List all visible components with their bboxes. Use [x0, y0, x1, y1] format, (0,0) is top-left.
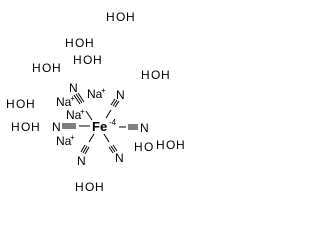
water-h: H — [95, 180, 104, 194]
water-h: H — [52, 61, 61, 75]
triple-bond-a — [112, 99, 118, 107]
triple-bond-c — [110, 98, 116, 106]
water-o: O — [75, 36, 84, 50]
triple-bond-c — [77, 92, 85, 103]
cyanide-ligand-left: N — [52, 120, 90, 134]
sodium-symbol: Na — [56, 95, 72, 109]
sodium-ion-3: Na + — [66, 107, 85, 122]
water-molecule-8: H O H — [156, 138, 185, 152]
triple-bond-a — [75, 93, 83, 104]
hexacyanoferrate-decahydrate-structure: H O H H O H H O H H O H H O H H O H H O … — [6, 10, 185, 194]
water-h: H — [75, 180, 84, 194]
fe-c-bond — [88, 133, 95, 143]
fe-c-bond — [103, 133, 110, 143]
cyanide-nitrogen: N — [69, 81, 78, 95]
triple-bond-a — [110, 145, 116, 153]
water-molecule-1: H O H — [106, 10, 135, 24]
triple-bond-b — [112, 144, 118, 152]
cyanide-nitrogen: N — [52, 120, 61, 134]
sodium-symbol: Na — [66, 108, 82, 122]
fe-c-bond — [85, 110, 93, 121]
sodium-ion-1: Na + — [87, 86, 106, 101]
sodium-ion-2: Na + — [56, 94, 75, 109]
cyanide-ligand-upper-left: N — [69, 81, 93, 121]
water-o: O — [144, 140, 153, 154]
cyanide-ligand-lower-left: N — [77, 133, 95, 168]
water-h: H — [176, 138, 185, 152]
triple-bond-c — [108, 146, 114, 154]
water-h: H — [32, 61, 41, 75]
triple-bond-b — [114, 100, 120, 108]
water-o: O — [16, 97, 25, 111]
sodium-charge: + — [80, 107, 85, 116]
water-h: H — [31, 120, 40, 134]
sodium-charge: + — [70, 94, 75, 103]
water-h: H — [6, 97, 15, 111]
cyanide-nitrogen: N — [115, 151, 124, 165]
sodium-symbol: Na — [87, 87, 103, 101]
cyanide-nitrogen: N — [140, 121, 149, 135]
water-h: H — [126, 10, 135, 24]
water-o: O — [42, 61, 51, 75]
water-h: H — [85, 36, 94, 50]
water-o: O — [166, 138, 175, 152]
sodium-charge: + — [101, 86, 106, 95]
iron-symbol: Fe — [92, 119, 107, 134]
water-h: H — [141, 68, 150, 82]
cyanide-ligand-upper-right: N — [105, 88, 125, 119]
cyanide-ligand-lower-right: N — [103, 133, 124, 165]
triple-bond-c — [84, 146, 90, 155]
water-molecule-5: H O H — [141, 68, 170, 82]
water-h: H — [73, 53, 82, 67]
water-o: O — [83, 53, 92, 67]
triple-bond-b — [80, 144, 86, 153]
sodium-ion-4: Na + — [56, 133, 75, 148]
water-h: H — [106, 10, 115, 24]
water-molecule-2: H O H — [65, 36, 94, 50]
iron-center: Fe -4 — [92, 118, 117, 134]
water-h: H — [134, 140, 143, 154]
water-molecule-4: H O H — [73, 53, 102, 67]
triple-bond-b — [73, 94, 81, 105]
water-molecule-9: H O — [134, 140, 153, 154]
iron-charge: -4 — [109, 118, 117, 127]
water-o: O — [21, 120, 30, 134]
water-o: O — [85, 180, 94, 194]
water-o: O — [151, 68, 160, 82]
water-molecule-7: H O H — [11, 120, 40, 134]
water-molecule-6: H O H — [6, 97, 35, 111]
triple-bond-a — [82, 145, 88, 154]
water-h: H — [65, 36, 74, 50]
sodium-symbol: Na — [56, 134, 72, 148]
fe-c-bond — [105, 109, 112, 119]
cyanide-nitrogen: N — [116, 88, 125, 102]
water-h: H — [156, 138, 165, 152]
water-molecule-3: H O H — [32, 61, 61, 75]
sodium-charge: + — [70, 133, 75, 142]
cyanide-ligand-right: N — [119, 121, 149, 135]
cyanide-nitrogen: N — [77, 154, 86, 168]
water-h: H — [26, 97, 35, 111]
water-molecule-10: H O H — [75, 180, 104, 194]
water-h: H — [161, 68, 170, 82]
water-h: H — [93, 53, 102, 67]
water-h: H — [11, 120, 20, 134]
water-o: O — [116, 10, 125, 24]
